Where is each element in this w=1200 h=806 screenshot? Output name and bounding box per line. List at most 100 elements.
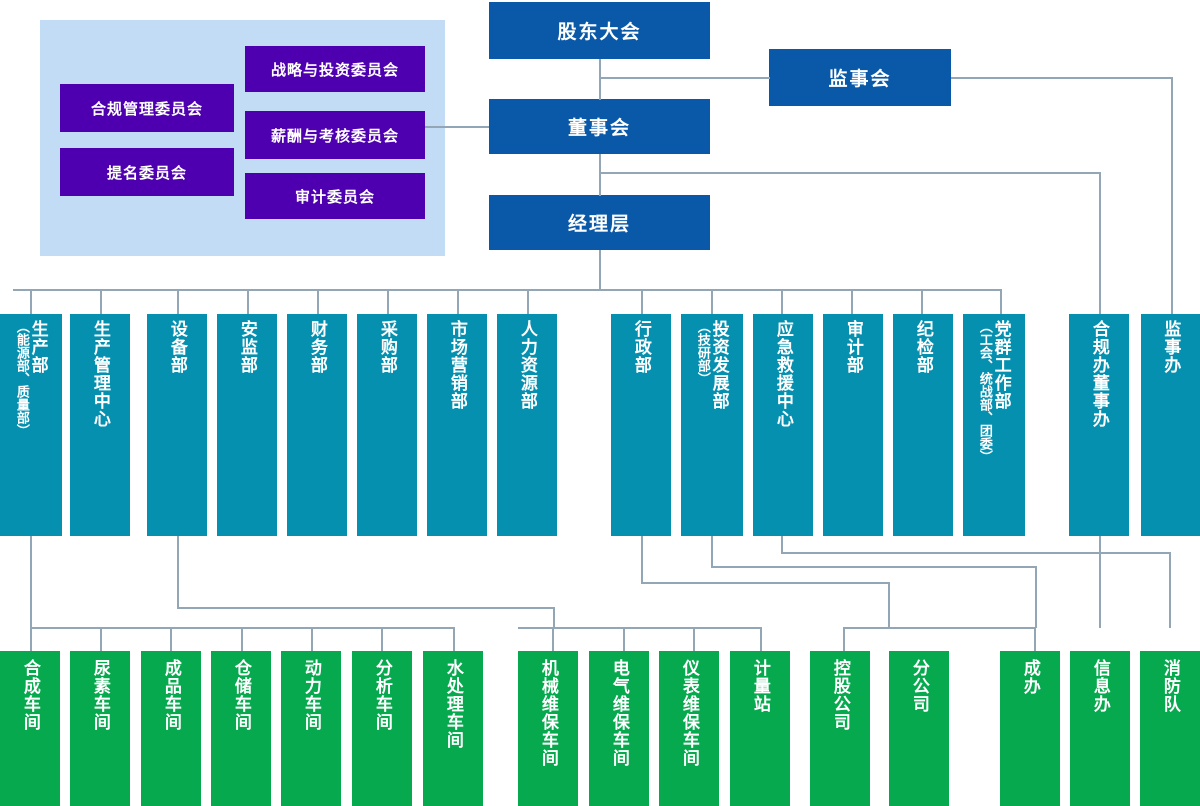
connector-ws-sub-drop-1 [1034,627,1036,651]
workshop-storage[interactable]: 仓储车间 [211,651,271,806]
connector-ws-prod-drop-0 [30,627,32,651]
connector-supervisory-to-supervisory-office [951,77,1173,79]
dept-finance[interactable]: 财务部 [287,314,347,536]
dept-discipline-inspection[interactable]: 纪检部 [893,314,953,536]
connector-emergency-stem [781,536,783,553]
dept-investment-development[interactable]: 投资发展部 （技研部） [681,314,743,536]
subsidiary-branch-company[interactable]: 分公司 [889,651,949,806]
connector-dept-drop-10 [781,289,783,314]
connector-ws-equip-drop-2 [693,627,695,651]
committee-audit[interactable]: 审计委员会 [245,173,425,219]
connector-supervisory-office-drop [1171,77,1173,314]
dept-label-main: 设备部 [167,320,187,374]
connector-ws-equip-drop-1 [623,627,625,651]
workshop-finished-product[interactable]: 成品车间 [141,651,201,806]
connector-ws-equip-drop-3 [760,627,762,651]
dept-compliance-and-board-office[interactable]: 合规办董事办 [1069,314,1129,536]
connector-equipment-run [177,607,555,609]
workshop-synthesis[interactable]: 合成车间 [0,651,60,806]
workshop-mechanical-maintenance[interactable]: 机械维保车间 [518,651,578,806]
dept-equipment[interactable]: 设备部 [147,314,207,536]
dept-label-sub: （工会、统战部、团委） [977,320,993,463]
connector-admin-run [641,582,890,584]
workshop-label: 成办 [1020,659,1040,695]
connector-investment-stem [711,536,713,567]
workshop-urea[interactable]: 尿素车间 [70,651,130,806]
dept-production-management-center[interactable]: 生产管理中心 [70,314,130,536]
workshop-label: 动力车间 [301,659,321,731]
connector-dept-drop-13 [1000,289,1002,314]
connector-ws-prod-drop-2 [170,627,172,651]
connector-investment-run [711,566,1037,568]
dept-marketing[interactable]: 市场营销部 [427,314,487,536]
committee-strategy-investment[interactable]: 战略与投资委员会 [245,46,425,92]
committee-remuneration-appraisal[interactable]: 薪酬与考核委员会 [245,111,425,159]
connector-ws-prod-drop-5 [381,627,383,651]
connector-dept-drop-0 [30,289,32,314]
workshop-label: 尿素车间 [90,659,110,731]
dept-label-sub: （技研部） [695,320,711,385]
dept-audit[interactable]: 审计部 [823,314,883,536]
dept-administration[interactable]: 行政部 [611,314,671,536]
connector-emergency-run [781,552,1171,554]
dept-procurement[interactable]: 采购部 [357,314,417,536]
connector-committees-to-board [425,126,490,128]
connector-dept-drop-2 [177,289,179,314]
connector-management-stem [599,250,601,290]
connector-admin-drop [888,582,890,628]
workshop-label: 电气维保车间 [609,659,629,767]
committee-compliance-management[interactable]: 合规管理委员会 [60,84,234,132]
dept-label-main: 审计部 [843,320,863,374]
node-supervisory-board[interactable]: 监事会 [769,49,951,106]
workshop-electrical-maintenance[interactable]: 电气维保车间 [589,651,649,806]
connector-ws-prod-drop-4 [311,627,313,651]
dept-human-resources[interactable]: 人力资源部 [497,314,557,536]
workshop-metering-station[interactable]: 计量站 [730,651,790,806]
workshop-power[interactable]: 动力车间 [281,651,341,806]
dept-label-main: 财务部 [307,320,327,374]
committee-nomination[interactable]: 提名委员会 [60,148,234,196]
dept-production[interactable]: 生产部 （能源部、质量部） [0,314,62,536]
dept-supervisory-office[interactable]: 监事办 [1141,314,1200,536]
workshop-water-treatment[interactable]: 水处理车间 [423,651,483,806]
workshop-analysis[interactable]: 分析车间 [352,651,412,806]
support-information-office[interactable]: 信息办 [1070,651,1130,806]
connector-board-to-management [599,154,601,196]
dept-emergency-rescue-center[interactable]: 应急救援中心 [753,314,813,536]
dept-label-sub: （能源部、质量部） [14,320,30,437]
connector-compliance-office-stem [1099,536,1101,628]
node-management-layer[interactable]: 经理层 [489,195,710,250]
dept-label-main: 市场营销部 [447,320,467,410]
workshop-label: 仪表维保车间 [679,659,699,767]
dept-safety-supervision[interactable]: 安监部 [217,314,277,536]
support-fire-brigade[interactable]: 消防队 [1140,651,1200,806]
dept-label-main: 应急救援中心 [773,320,793,428]
subsidiary-holding-company[interactable]: 控股公司 [810,651,870,806]
connector-production-stem [30,536,32,628]
workshop-label: 控股公司 [830,659,850,731]
connector-ws-prod-drop-6 [453,627,455,651]
support-cheng-office[interactable]: 成办 [1000,651,1060,806]
dept-label-main: 采购部 [377,320,397,374]
workshop-label: 仓储车间 [231,659,251,731]
connector-dept-drop-7 [527,289,529,314]
dept-label-main: 人力资源部 [517,320,537,410]
connector-department-bus [13,289,1002,291]
workshop-label: 成品车间 [161,659,181,731]
node-shareholders-meeting[interactable]: 股东大会 [489,2,710,59]
connector-dept-drop-6 [457,289,459,314]
dept-label-main: 安监部 [237,320,257,374]
node-board-of-directors[interactable]: 董事会 [489,99,710,154]
connector-board-to-compliance-office [599,172,1100,174]
dept-party-mass-work[interactable]: 党群工作部 （工会、统战部、团委） [963,314,1025,536]
workshop-label: 分公司 [909,659,929,713]
connector-dept-drop-1 [100,289,102,314]
dept-label-main: 合规办董事办 [1089,320,1109,428]
workshop-instrument-maintenance[interactable]: 仪表维保车间 [659,651,719,806]
dept-label-main: 监事办 [1161,320,1181,374]
connector-dept-drop-5 [387,289,389,314]
connector-ws-equip-drop-0 [552,627,554,651]
connector-compliance-office-drop [1099,172,1101,314]
dept-label-main: 生产部 [28,320,48,374]
connector-dept-drop-4 [317,289,319,314]
